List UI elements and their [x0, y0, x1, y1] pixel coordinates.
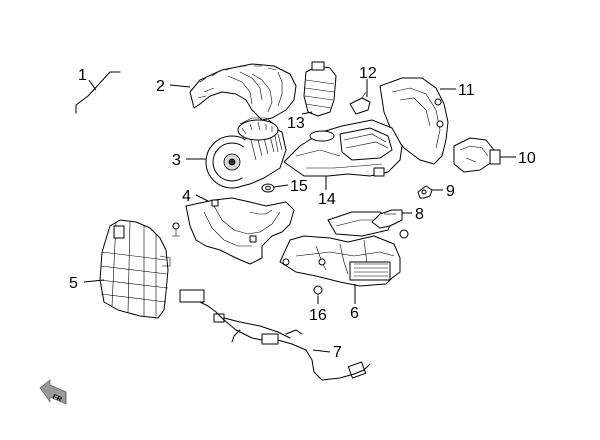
callout-4: 4 — [182, 188, 191, 205]
callout-3: 3 — [172, 152, 181, 169]
part-2-upper-blower-housing — [189, 63, 297, 121]
callout-7: 7 — [333, 344, 342, 361]
front-indicator-label: FR — [51, 394, 62, 404]
callout-16: 16 — [309, 307, 327, 324]
callout-1: 1 — [78, 67, 87, 84]
part-3-blower-motor — [205, 117, 287, 189]
part-8-bracket — [371, 209, 409, 239]
part-6-heater-case — [279, 211, 401, 287]
callout-9: 9 — [446, 183, 455, 200]
callout-10: 10 — [518, 150, 536, 167]
callout-8: 8 — [415, 206, 424, 223]
callout-6: 6 — [350, 305, 359, 322]
part-12-sensor — [349, 91, 371, 115]
part-13-duct — [303, 61, 337, 117]
callout-13: 13 — [287, 115, 305, 132]
callout-11: 11 — [458, 82, 475, 99]
part-14-upper-case — [283, 119, 403, 177]
callout-14: 14 — [318, 191, 336, 208]
part-1-bracket — [75, 71, 121, 114]
part-9-clip — [417, 185, 433, 199]
front-direction-arrow-icon: FR — [39, 379, 67, 405]
part-4-lower-blower-case — [172, 197, 295, 265]
part-15-grommet — [261, 183, 275, 193]
callout-15: 15 — [290, 178, 308, 195]
part-5-grille-cover — [99, 219, 171, 319]
callout-12: 12 — [359, 65, 377, 82]
callout-5: 5 — [69, 275, 78, 292]
part-10-actuator — [453, 137, 501, 173]
callout-labels: 1 2 3 4 5 6 7 8 9 10 11 12 13 14 15 16 — [69, 65, 536, 361]
part-7-wiring-harness — [179, 289, 371, 381]
callout-2: 2 — [156, 78, 165, 95]
leader-lines — [83, 79, 516, 353]
